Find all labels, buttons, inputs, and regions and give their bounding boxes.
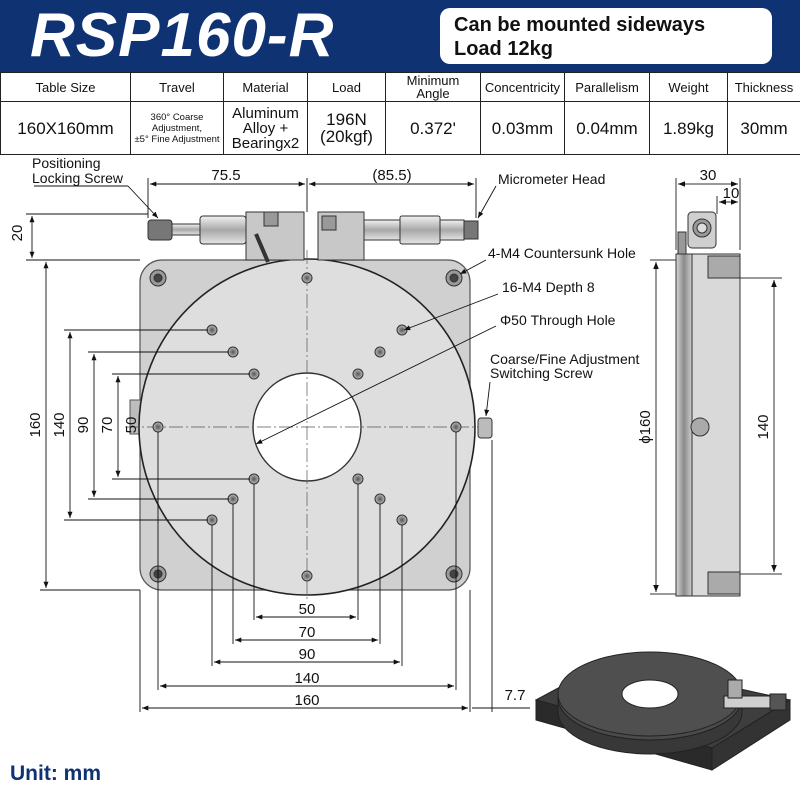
locking-screw-knob [147,219,173,241]
dim-v50: 50 [123,417,140,434]
callout-switching-1: Coarse/Fine Adjustment [490,351,640,367]
dim-20: 20 [9,225,26,242]
callout-micrometer: Micrometer Head [498,171,605,187]
value-parallelism: 0.04mm [564,101,650,155]
title-banner: RSP160-R Can be mounted sideways Load 12… [0,0,800,72]
header-cell: Thickness [727,72,800,102]
dim-side-140: 140 [755,414,772,439]
side-view-labels: 30 10 ϕ160 140 [637,167,772,444]
dimension-labels: 75.5 (85.5) 20 160 140 90 70 50 50 70 90… [9,167,525,709]
note-line-1: Can be mounted sideways [454,14,706,36]
product-title: RSP160-R [30,1,335,70]
dim-h140: 140 [294,670,319,687]
callout-countersunk: 4-M4 Countersunk Hole [488,245,636,261]
feature-note: Can be mounted sideways Load 12kg [440,8,772,64]
top-view [125,211,493,600]
dim-side-30: 30 [700,167,717,184]
dim-side-dia: ϕ160 [637,410,654,443]
callout-labels: Positioning Locking Screw Micrometer Hea… [32,155,640,381]
product-photo [534,651,792,771]
header-cell: Weight [649,72,728,102]
callout-locking-screw-1: Positioning [32,155,101,171]
dim-side-10: 10 [723,185,740,202]
spec-header-row: Table Size Travel Material Load Minimum … [0,72,800,102]
value-weight: 1.89kg [649,101,728,155]
spec-table: Table Size Travel Material Load Minimum … [0,72,800,155]
callout-locking-screw-2: Locking Screw [32,170,124,186]
micrometer-thimble [399,215,441,245]
note-line-2: Load 12kg [454,38,553,60]
value-min-angle: 0.372' [385,101,481,155]
dim-h70: 70 [299,624,316,641]
dim-85-5: (85.5) [372,167,411,184]
dim-v160: 160 [27,412,44,437]
dimension-lines [26,178,530,712]
countersunk-holes [149,269,463,583]
side-view [650,178,782,597]
value-concentricity: 0.03mm [480,101,565,155]
value-load: 196N(20kgf) [307,101,386,155]
header-cell: Travel [130,72,224,102]
dim-h50: 50 [299,601,316,618]
dim-h160: 160 [294,692,319,709]
dim-h90: 90 [299,646,316,663]
dim-v70: 70 [99,417,116,434]
header-cell: Minimum Angle [385,72,481,102]
switching-screw [477,417,493,439]
callout-switching-2: Switching Screw [490,365,594,381]
m4-holes [152,272,462,582]
dim-75-5: 75.5 [211,167,240,184]
header-cell: Material [223,72,308,102]
dim-v140: 140 [51,412,68,437]
callout-m4-holes: 16-M4 Depth 8 [502,279,595,295]
header-cell: Table Size [0,72,131,102]
dim-v90: 90 [75,417,92,434]
callout-through-hole: Φ50 Through Hole [500,312,616,328]
value-thickness: 30mm [727,101,800,155]
micrometer-assembly [147,211,479,263]
unit-label: Unit: mm [10,762,101,785]
dim-7-7: 7.7 [505,687,526,704]
header-cell: Load [307,72,386,102]
value-table-size: 160X160mm [0,101,131,155]
